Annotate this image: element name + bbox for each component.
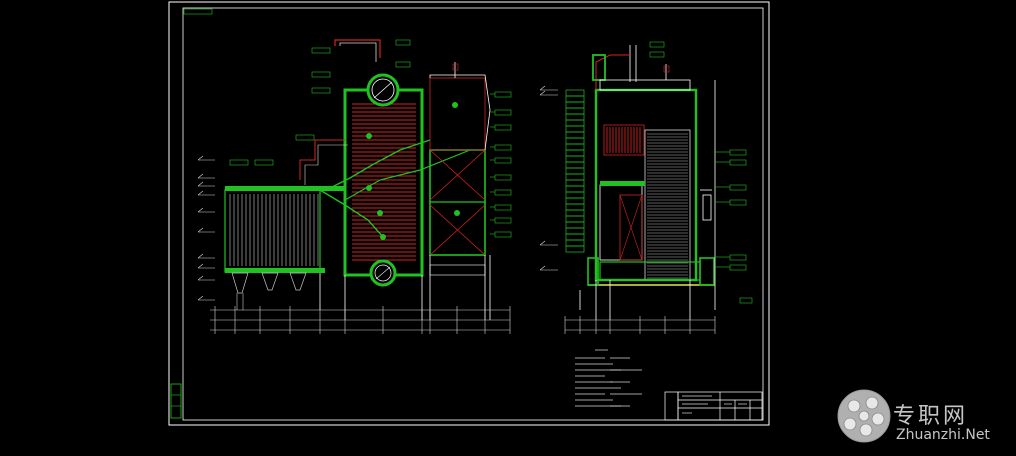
sheet-outer-border [168, 1, 770, 426]
side-elevation-view [539, 41, 753, 334]
furnace-body [343, 88, 424, 277]
front-elevation-view [197, 39, 512, 334]
watermark-text-cn: 专职网 [893, 404, 969, 429]
title-block [664, 391, 763, 421]
top-left-label-box [183, 8, 213, 15]
watermark-text-en: Zhuanzhi.Net [896, 427, 990, 443]
left-margin-strip [170, 383, 182, 419]
technical-notes [575, 349, 642, 407]
sheet-inner-border [182, 7, 764, 421]
watermark-logo-icon [837, 389, 891, 443]
side-superheater [603, 124, 645, 156]
